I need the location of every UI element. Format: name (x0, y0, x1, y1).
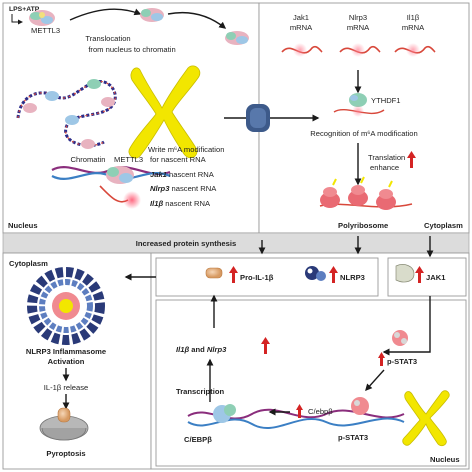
mettl3-on-dna-icon (106, 166, 134, 184)
translocation-arrow-1 (69, 8, 142, 21)
nlrp3-inflammasome-icon (27, 267, 105, 345)
genes-up-arrow-icon (261, 337, 270, 354)
translocation-arrow-2 (167, 11, 227, 29)
release-label: IL-1β release (44, 383, 88, 392)
translocation-label: Translocation (85, 34, 130, 43)
p-stat3-up-arrow-icon (378, 352, 385, 366)
mettl3-label-2: METTL3 (114, 155, 143, 164)
protein-box-left (155, 257, 379, 297)
ythdf1-protein-icon (349, 93, 367, 107)
mrna-3-word: mRNA (402, 23, 425, 32)
cytoplasm-label-bottom: Cytoplasm (9, 259, 48, 268)
nucleosome-icons (23, 79, 115, 149)
jak1-up-arrow-icon (415, 266, 424, 283)
mettl3-protein-icon-3 (225, 31, 249, 45)
p-stat3-dna-icon (351, 397, 369, 415)
rna-line-2: Nlrp3 nascent RNA (150, 184, 217, 193)
mrna-3-gene: Il1β (407, 13, 420, 22)
stimulus-label: LPS+ATP (9, 6, 40, 13)
mettl3-protein-icon (29, 10, 55, 26)
write-label-1: Write m⁶A modification (148, 145, 224, 154)
translocation-label-2: from nucleus to chromatin (88, 45, 175, 54)
p-stat3-label-top: p-STAT3 (387, 357, 417, 366)
mrna-2-gene: Nlrp3 (349, 13, 367, 22)
translation-label-2: enhance (370, 163, 399, 172)
up-arrow-icon (407, 151, 416, 168)
inflammasome-label-1: NLRP3 Inflammasome (26, 347, 106, 356)
stimulus-arrow (11, 14, 23, 25)
cebpb-up-arrow-icon (296, 404, 303, 418)
chromosome-icon (128, 65, 201, 159)
mettl3-label: METTL3 (31, 26, 60, 35)
p-stat3-top-icon (392, 330, 408, 346)
pyroptosis-label: Pyroptosis (46, 449, 85, 458)
mettl3-protein-icon-2 (140, 8, 164, 22)
cebpb-protein-label: C/EBPβ (184, 435, 212, 444)
pro-il1b-up-arrow-icon (229, 266, 238, 283)
write-label-2: for nascent RNA (150, 155, 207, 164)
nlrp3-label: NLRP3 (340, 273, 365, 282)
pro-il1b-label: Pro-IL-1β (240, 273, 274, 282)
nuclear-pore-icon (246, 104, 270, 132)
nucleus-label-top: Nucleus (8, 221, 38, 230)
mrna-1-gene: Jak1 (293, 13, 309, 22)
nlrp3-protein-icon (305, 266, 326, 281)
recognition-label: Recognition of m⁶A modification (310, 129, 417, 138)
jak1-protein-icon (395, 264, 415, 283)
polyribosome-label: Polyribosome (338, 221, 388, 230)
stat3-translocation-arrow (365, 369, 385, 392)
genes-label: Il1β and Nlrp3 (176, 345, 227, 354)
cebpb-protein-icon (213, 404, 236, 423)
cytoplasm-label-top: Cytoplasm (424, 221, 463, 230)
rna-line-1: Jak1 nascent RNA (150, 170, 215, 179)
jak1-label: JAK1 (426, 273, 446, 282)
p-stat3-label-mid: p-STAT3 (338, 433, 368, 442)
rna-line-3: Il1β nascent RNA (150, 199, 211, 208)
transcription-label: Transcription (176, 387, 224, 396)
mrna-1-word: mRNA (290, 23, 313, 32)
chromatin-label: Chromatin (70, 155, 105, 164)
nucleus-label-bottom: Nucleus (430, 455, 460, 464)
jak1-to-stat3-arrow (382, 296, 431, 356)
m6a-glow-mark (123, 191, 141, 209)
inflammasome-label-2: Activation (48, 357, 85, 366)
mrna-2-word: mRNA (347, 23, 370, 32)
translation-label-1: Translation (368, 153, 405, 162)
bound-mrna-glow (352, 105, 364, 117)
ythdf1-label: YTHDF1 (371, 96, 401, 105)
protein-synthesis-label: Increased protein synthesis (136, 239, 236, 248)
polyribosome-icon (319, 176, 413, 210)
nlrp3-up-arrow-icon (329, 266, 338, 283)
pro-il1b-icon (205, 267, 223, 279)
chromosome-small-icon (402, 390, 450, 447)
pyroptotic-cell-icon (39, 407, 89, 441)
mrna-strands (281, 43, 436, 57)
cebpb-small-label: C/ebpβ (308, 407, 333, 416)
